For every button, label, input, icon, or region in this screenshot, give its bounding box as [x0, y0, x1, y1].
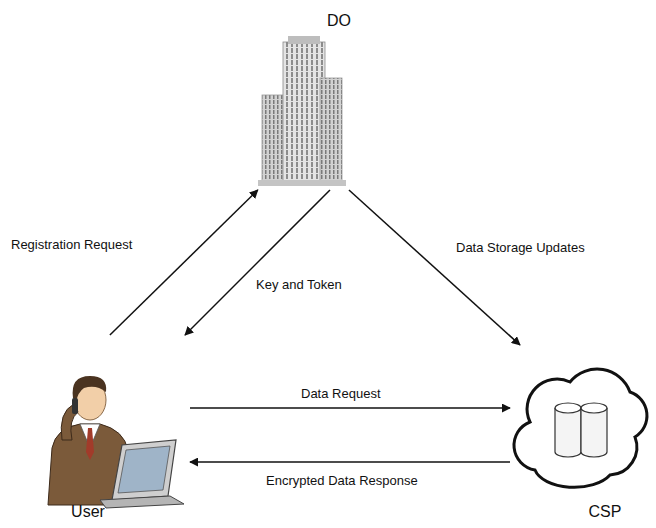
arrow-connector — [349, 190, 520, 345]
arrow-connector — [110, 190, 258, 335]
icon-part — [73, 376, 107, 402]
node-label: User — [71, 503, 105, 521]
icon-part — [581, 403, 607, 413]
icon-part — [86, 428, 94, 460]
edge-label: Data Storage Updates — [455, 240, 586, 255]
icon-part — [514, 369, 647, 487]
arrow-connector — [185, 190, 330, 335]
icon-part — [112, 440, 176, 500]
user-figure — [48, 376, 184, 508]
icon-part — [283, 42, 325, 185]
edge-label: Key and Token — [255, 277, 343, 292]
icon-part — [581, 408, 607, 457]
arrow-connector — [190, 407, 510, 409]
user-node: User — [35, 335, 190, 521]
icon-part — [100, 496, 184, 508]
icon-part — [118, 446, 170, 493]
edge-label: Registration Request — [10, 237, 133, 252]
node-label: CSP — [589, 503, 622, 521]
cloud-icon — [514, 369, 647, 487]
database-icon — [555, 403, 607, 457]
icon-part — [555, 403, 581, 413]
icon-part — [288, 36, 320, 44]
building-icon — [258, 36, 346, 186]
edge-label: Encrypted Data Response — [265, 473, 419, 488]
building-node: DO — [255, 8, 360, 190]
icon-part — [72, 398, 78, 414]
icon-part — [258, 180, 346, 186]
arrow-connector — [190, 461, 510, 463]
edge-label: Data Request — [300, 386, 382, 401]
icon-part — [555, 408, 581, 457]
icon-part — [320, 78, 342, 185]
cloud-node: CSP — [510, 345, 650, 521]
node-label: DO — [327, 12, 351, 30]
